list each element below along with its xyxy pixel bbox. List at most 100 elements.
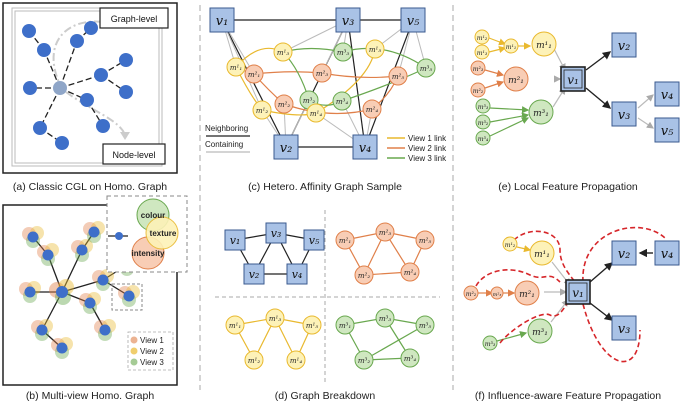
- svg-text:m¹₁: m¹₁: [536, 41, 552, 51]
- graph-node: [22, 24, 36, 38]
- svg-text:m³₂: m³₂: [358, 357, 370, 365]
- caption-d: (d) Graph Breakdown: [275, 390, 376, 402]
- multiview-node: [37, 243, 59, 266]
- graph-node: [119, 85, 133, 99]
- svg-text:m³₅: m³₅: [419, 322, 431, 330]
- svg-text:v₂: v₂: [618, 247, 631, 262]
- panel-e: m¹₂ m¹₃ m¹₁ m¹₁ m²₃ m²₂ m²₁ m³₃ m³₂ m³₄ …: [470, 29, 680, 193]
- svg-text:m³₁: m³₁: [339, 322, 351, 330]
- svg-text:v₅: v₅: [661, 124, 674, 139]
- svg-text:m²₃: m²₃: [493, 292, 502, 298]
- svg-text:m²₁: m²₁: [248, 71, 260, 79]
- multiview-node: [19, 281, 41, 303]
- legend-view3: View 3: [140, 358, 164, 367]
- neighboring-label: Neighboring: [205, 124, 248, 133]
- svg-text:m³₃: m³₃: [485, 341, 496, 348]
- svg-text:v₂: v₂: [618, 39, 631, 54]
- svg-text:v₃: v₃: [271, 227, 282, 240]
- containing-label: Containing: [205, 140, 243, 149]
- svg-text:m³₅: m³₅: [420, 65, 432, 73]
- svg-text:v₁: v₁: [572, 286, 584, 300]
- caption-b: (b) Multi-view Homo. Graph: [26, 390, 155, 402]
- graph-node: [55, 136, 69, 150]
- svg-text:m²₃: m²₃: [473, 66, 484, 73]
- multiview-node: [31, 319, 53, 341]
- svg-text:m¹₁: m¹₁: [506, 44, 517, 51]
- svg-text:m¹₅: m¹₅: [369, 46, 381, 54]
- svg-text:m¹₂: m¹₂: [505, 242, 516, 249]
- svg-text:v₃: v₃: [618, 322, 631, 337]
- panel-b: colour texture intensity View 1 View 2 V…: [2, 195, 188, 402]
- svg-text:v₁: v₁: [567, 73, 579, 87]
- svg-text:m¹₃: m¹₃: [269, 315, 281, 323]
- svg-text:m²₄: m²₄: [404, 269, 416, 277]
- caption-e: (e) Local Feature Propagation: [498, 181, 638, 193]
- svg-text:m¹₁: m¹₁: [534, 250, 550, 260]
- svg-text:m²₅: m²₅: [392, 73, 404, 81]
- svg-text:m³₁: m³₁: [532, 328, 548, 338]
- v1-label: v₁: [216, 14, 229, 29]
- multiview-node: [22, 226, 44, 248]
- svg-text:m³₂: m³₂: [303, 97, 315, 105]
- svg-text:m³₃: m³₃: [337, 49, 349, 57]
- texture-circle: [145, 216, 179, 250]
- svg-text:m²₁: m²₁: [519, 290, 535, 300]
- intensity-label: intensity: [132, 249, 165, 258]
- svg-text:m²₃: m²₃: [316, 70, 328, 78]
- node-level-label: Node-level: [112, 150, 155, 160]
- legend-view2: View 2: [140, 347, 164, 356]
- svg-text:m³₁: m³₁: [533, 109, 549, 119]
- svg-text:v₄: v₄: [292, 268, 303, 281]
- multiview-node: [118, 285, 140, 307]
- panel-c: m¹₁ m²₁ m¹₃ m³₃ m²₃ m¹₅ m³₅ m²₅ m¹₂ m²₂ …: [205, 7, 447, 193]
- legend-view2-link: View 2 link: [408, 144, 447, 153]
- graph-node: [70, 34, 84, 48]
- svg-text:m¹₄: m¹₄: [290, 357, 302, 365]
- graph-level-label: Graph-level: [111, 14, 158, 24]
- panel-d: v₁ v₃ v₅ v₂ v₄ m²₁ m²₃ m²₅ m²₂ m²₄ m¹₁ m…: [215, 210, 440, 402]
- graph-node: [84, 21, 98, 35]
- legend-view1: View 1: [140, 336, 164, 345]
- svg-text:m³₃: m³₃: [379, 315, 391, 323]
- graph-node: [96, 119, 110, 133]
- svg-text:m¹₅: m¹₅: [306, 322, 318, 330]
- svg-text:m¹₃: m¹₃: [277, 49, 289, 57]
- multiview-node: [71, 239, 93, 262]
- legend-view1-link: View 1 link: [408, 134, 447, 143]
- svg-text:m²₃: m²₃: [379, 229, 391, 237]
- svg-text:v₂: v₂: [249, 268, 260, 281]
- v5-label: v₅: [407, 14, 420, 29]
- svg-text:m³₃: m³₃: [478, 104, 489, 111]
- multiview-node: [79, 292, 101, 314]
- multiview-node: [83, 221, 105, 243]
- svg-text:m¹₁: m¹₁: [230, 64, 242, 72]
- svg-text:m¹₄: m¹₄: [310, 110, 322, 118]
- svg-text:m³₄: m³₄: [404, 355, 416, 363]
- legend-view3-link: View 3 link: [408, 154, 447, 163]
- panel-a: Graph-level Node-level (a) Classic CGL o…: [2, 2, 178, 193]
- svg-text:m³₂: m³₂: [478, 120, 489, 127]
- panel-f: m¹₂ m¹₁ m²₂ m²₃ m²₁ m³₃ m³₁ v₁ v₂ v₄ v₃ …: [463, 226, 680, 402]
- svg-text:m²₅: m²₅: [419, 237, 431, 245]
- graph-node: [53, 81, 67, 95]
- svg-text:v₄: v₄: [661, 88, 674, 103]
- svg-text:v₃: v₃: [618, 108, 631, 123]
- multiview-node: [94, 319, 116, 341]
- svg-text:v₅: v₅: [309, 234, 320, 247]
- svg-text:m²₄: m²₄: [366, 106, 378, 114]
- svg-text:m²₁: m²₁: [339, 237, 351, 245]
- graph-node: [119, 53, 133, 67]
- svg-text:m²₁: m²₁: [508, 76, 524, 86]
- graph-node: [33, 121, 47, 135]
- v3-label: v₃: [342, 14, 355, 29]
- graph-node: [37, 43, 51, 57]
- multiview-node: [51, 337, 73, 359]
- svg-text:m³₄: m³₄: [478, 136, 489, 143]
- svg-text:m¹₂: m¹₂: [248, 357, 260, 365]
- svg-text:m²₂: m²₂: [278, 101, 290, 109]
- caption-a: (a) Classic CGL on Homo. Graph: [13, 181, 167, 193]
- svg-text:v₄: v₄: [661, 247, 674, 262]
- svg-text:m¹₂: m¹₂: [477, 35, 488, 42]
- graph-node: [94, 68, 108, 82]
